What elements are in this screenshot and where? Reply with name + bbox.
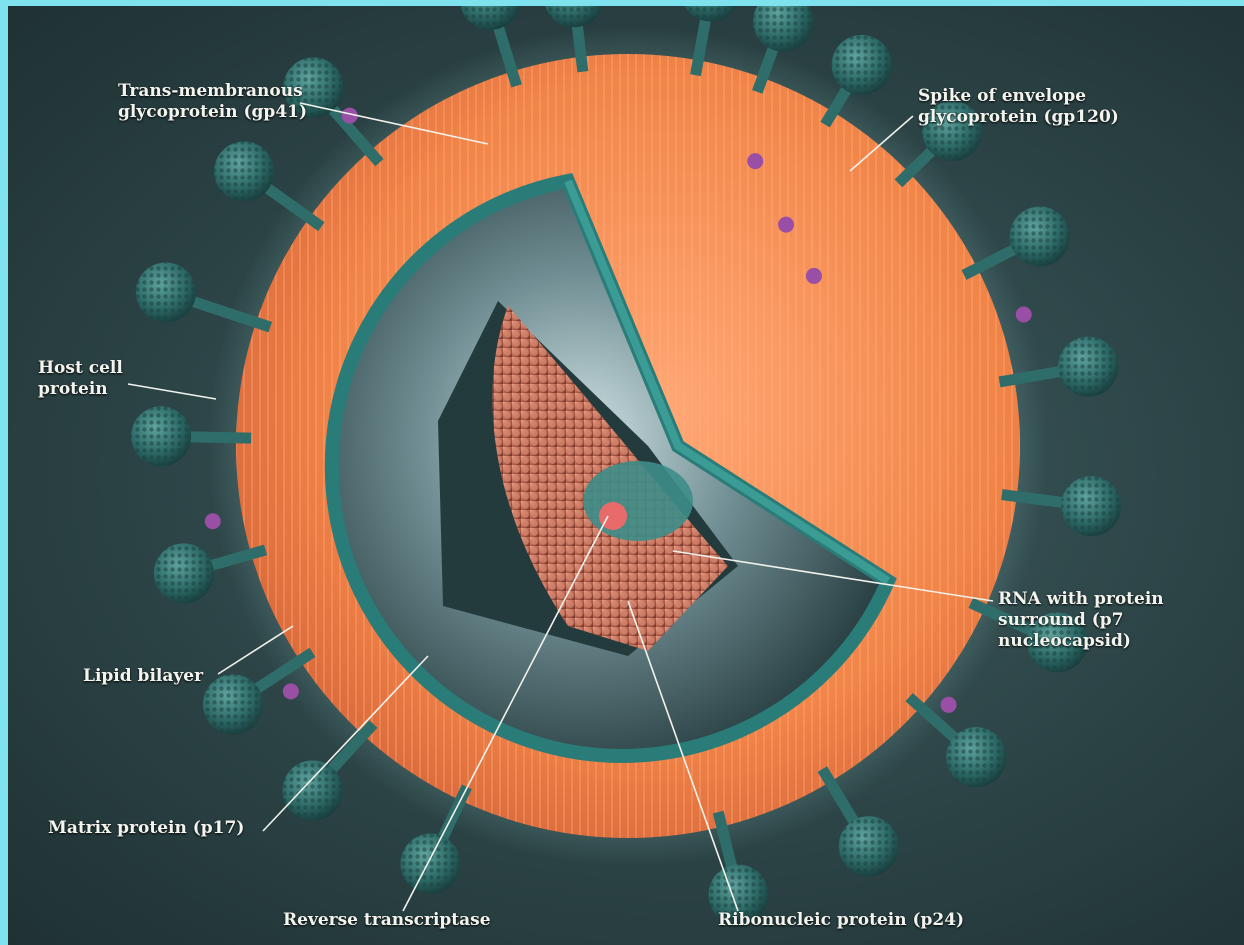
diagram-frame: Trans-membranous glycoprotein (gp41) Spi…	[8, 6, 1244, 945]
gp120-knob-texture	[131, 406, 191, 466]
label-ribonucleic-protein: Ribonucleic protein (p24)	[718, 910, 964, 931]
gp120-knob-texture	[1061, 476, 1121, 536]
label-rna: RNA with protein surround (p7 nucleocaps…	[998, 589, 1164, 652]
host-cell-protein-marker	[941, 697, 957, 713]
hiv-virion-diagram	[8, 6, 1244, 945]
label-gp120-line2: glycoprotein (gp120)	[918, 107, 1119, 128]
gp120-knob-texture	[681, 6, 741, 21]
gp120-knob-texture	[753, 6, 813, 51]
gp120-knob-texture	[832, 35, 892, 95]
label-host-cell-protein: Host cell protein	[38, 358, 123, 400]
host-cell-protein-marker	[1016, 307, 1032, 323]
host-cell-protein-marker	[205, 513, 221, 529]
gp120-knob-texture	[154, 543, 214, 603]
gp120-knob-texture	[1010, 206, 1070, 266]
label-gp41-line1: Trans-membranous	[118, 81, 307, 102]
host-cell-protein-marker	[806, 268, 822, 284]
gp120-knob-texture	[214, 141, 274, 201]
gp120-knob-texture	[136, 262, 196, 322]
label-rna-line2: surround (p7	[998, 610, 1164, 631]
label-rna-line1: RNA with protein	[998, 589, 1164, 610]
gp120-knob-texture	[1058, 337, 1118, 397]
label-matrix-protein: Matrix protein (p17)	[48, 818, 244, 839]
label-gp120: Spike of envelope glycoprotein (gp120)	[918, 86, 1119, 128]
label-lipid-bilayer: Lipid bilayer	[83, 666, 203, 687]
gp120-knob-texture	[544, 6, 604, 27]
host-cell-protein-marker	[747, 153, 763, 169]
gp120-knob-texture	[203, 674, 263, 734]
host-cell-protein-marker	[283, 683, 299, 699]
label-gp41-line2: glycoprotein (gp41)	[118, 102, 307, 123]
gp120-knob-texture	[946, 727, 1006, 787]
label-gp120-line1: Spike of envelope	[918, 86, 1119, 107]
leader-host	[128, 384, 216, 399]
gp120-knob-texture	[460, 6, 520, 30]
gp120-knob-texture	[401, 834, 461, 894]
label-rna-line3: nucleocapsid)	[998, 631, 1164, 652]
label-host-line2: protein	[38, 379, 123, 400]
gp120-knob-texture	[839, 816, 899, 876]
label-reverse-transcriptase: Reverse transcriptase	[283, 910, 491, 931]
gp120-knob-texture	[283, 760, 343, 820]
rna-cluster	[583, 461, 693, 541]
host-cell-protein-marker	[778, 217, 794, 233]
label-gp41: Trans-membranous glycoprotein (gp41)	[118, 81, 307, 123]
label-host-line1: Host cell	[38, 358, 123, 379]
